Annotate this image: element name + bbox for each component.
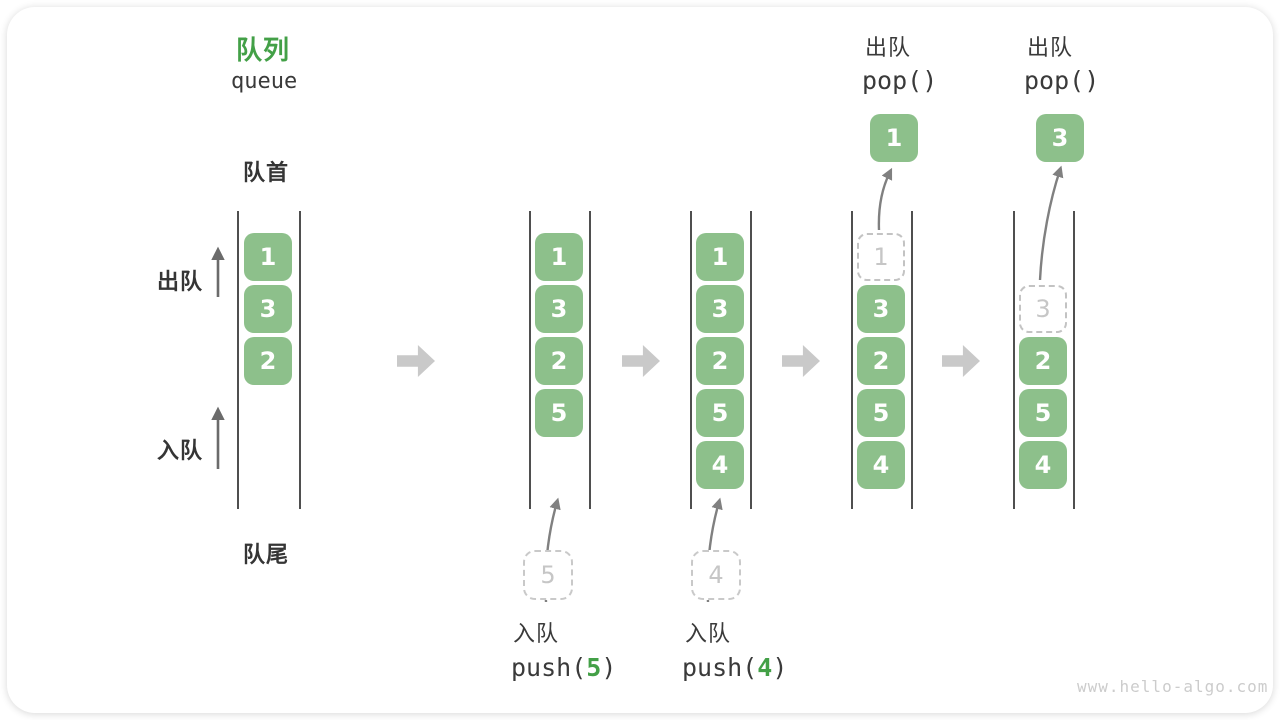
- queue-rail-left: [851, 211, 853, 509]
- push-annotation-code: push(5): [511, 653, 616, 682]
- popped-element: 3: [1036, 114, 1084, 162]
- queue-rail-right: [1073, 211, 1075, 509]
- pop-annotation-label: 出队: [865, 35, 912, 60]
- popped-element: 1: [870, 114, 918, 162]
- queue-element: 5: [535, 389, 583, 437]
- pop-annotation-label: 出队: [1027, 35, 1074, 60]
- queue-element: 3: [244, 285, 292, 333]
- queue-element: 5: [696, 389, 744, 437]
- queue-element: 2: [857, 337, 905, 385]
- watermark: www.hello-algo.com: [1077, 677, 1269, 696]
- queue-rail-right: [299, 211, 301, 509]
- queue-element: 1: [244, 233, 292, 281]
- queue-element: 2: [535, 337, 583, 385]
- queue-element: 2: [1019, 337, 1067, 385]
- dequeue-arrow-icon: [877, 167, 893, 231]
- diagram-title: 队列: [236, 35, 291, 65]
- enqueue-direction-arrow-icon: [211, 406, 225, 469]
- label-queue-front: 队首: [243, 160, 290, 185]
- queue-element: 1: [535, 233, 583, 281]
- dequeue-arrow-icon: [1038, 165, 1064, 281]
- queue-element: 4: [696, 441, 744, 489]
- push-annotation-code: push(4): [682, 653, 787, 682]
- queue-element: 2: [696, 337, 744, 385]
- queue-element: 4: [1019, 441, 1067, 489]
- queue-rail-right: [911, 211, 913, 509]
- queue-rail-left: [1013, 211, 1015, 509]
- code-pre: push(: [682, 653, 758, 682]
- push-annotation-label: 入队: [513, 621, 560, 646]
- code-post: ): [601, 653, 617, 682]
- ghost-element-incoming: 5: [523, 550, 573, 600]
- queue-element: 4: [857, 441, 905, 489]
- queue-rail-left: [690, 211, 692, 509]
- queue-rail-left: [529, 211, 531, 509]
- label-enqueue-side: 入队: [157, 438, 204, 463]
- queue-element: 3: [857, 285, 905, 333]
- queue-element: 3: [696, 285, 744, 333]
- dequeue-direction-arrow-icon: [211, 246, 225, 297]
- pop-annotation-code: pop(): [862, 66, 938, 95]
- code-post: ): [772, 653, 788, 682]
- queue-element-dashed: 1: [857, 233, 905, 281]
- label-dequeue-side: 出队: [157, 269, 204, 294]
- diagram-title-en: queue: [231, 69, 298, 94]
- queue-element: 1: [696, 233, 744, 281]
- code-arg: 4: [757, 653, 773, 682]
- label-queue-rear: 队尾: [243, 542, 290, 567]
- queue-element: 5: [857, 389, 905, 437]
- queue-element: 5: [1019, 389, 1067, 437]
- code-pre: push(: [511, 653, 587, 682]
- code-arg: 5: [586, 653, 602, 682]
- queue-rail-right: [750, 211, 752, 509]
- ghost-element-incoming: 4: [691, 550, 741, 600]
- pop-annotation-code: pop(): [1024, 66, 1100, 95]
- queue-element-dashed: 3: [1019, 285, 1067, 333]
- queue-rail-left: [237, 211, 239, 509]
- push-annotation-label: 入队: [685, 621, 732, 646]
- queue-element: 3: [535, 285, 583, 333]
- queue-element: 2: [244, 337, 292, 385]
- queue-rail-right: [589, 211, 591, 509]
